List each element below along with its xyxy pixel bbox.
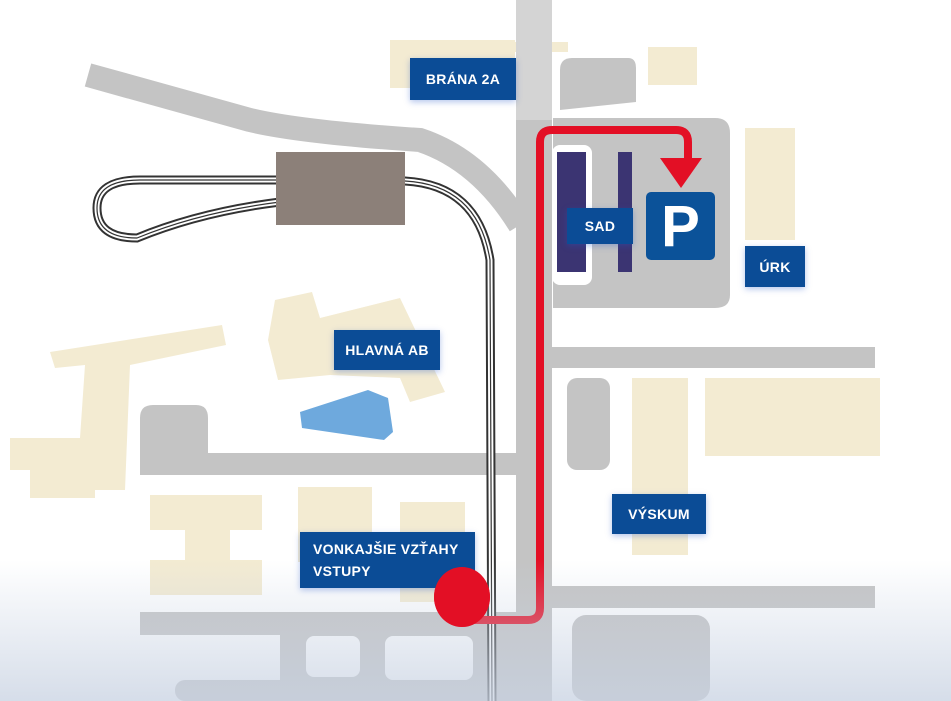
diagonal-road <box>84 63 531 232</box>
roads <box>140 0 875 701</box>
label-line: VSTUPY <box>313 563 371 579</box>
label-sad[interactable]: SAD <box>567 208 633 244</box>
label-hlavna-ab[interactable]: HLAVNÁ AB <box>334 330 440 370</box>
buildings <box>10 40 880 602</box>
railway-station <box>276 152 405 225</box>
label-line: VONKAJŠIE VZŤAHY <box>313 541 459 557</box>
water-pond <box>300 390 393 440</box>
label-brana-2a[interactable]: BRÁNA 2A <box>410 58 516 100</box>
label-vonkajsie-vztahy[interactable]: VONKAJŠIE VZŤAHY VSTUPY <box>300 532 475 588</box>
parking-sign-icon: P <box>646 192 715 260</box>
route-arrow-icon <box>660 158 702 188</box>
label-urk[interactable]: ÚRK <box>745 246 805 287</box>
label-vyskum[interactable]: VÝSKUM <box>612 494 706 534</box>
